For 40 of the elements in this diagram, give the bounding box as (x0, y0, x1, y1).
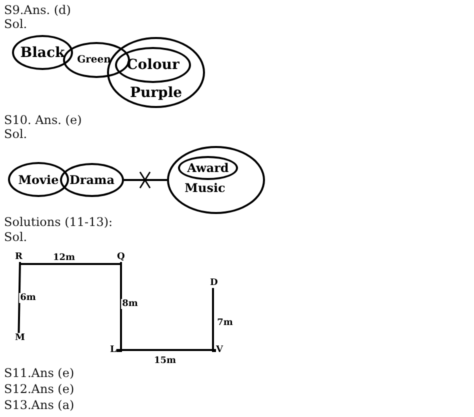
distance-label: 15m (152, 356, 178, 366)
point-label: V (216, 345, 223, 355)
point-label: L (110, 345, 116, 355)
set-label: Award (187, 161, 229, 175)
text-line: Sol. (4, 127, 28, 141)
venn-ellipse (60, 163, 124, 197)
point-label: R (15, 252, 22, 262)
connector-line (116, 262, 122, 352)
connector-line (116, 349, 216, 351)
set-label: Movie (18, 172, 59, 186)
point-label: Q (117, 252, 125, 262)
connector-line (19, 262, 122, 265)
distance-label: 7m (216, 318, 234, 328)
text-line: S10. Ans. (e) (4, 113, 82, 127)
connector-line (212, 288, 216, 352)
venn-ellipse (167, 146, 265, 214)
set-label: Black (20, 44, 65, 60)
text-line: S13.Ans (a) (4, 398, 74, 412)
distance-label: 8m (121, 299, 139, 309)
point-label: M (15, 333, 25, 343)
set-label: Green (77, 54, 111, 66)
text-line: S11.Ans (e) (4, 366, 74, 380)
venn-ellipse (12, 35, 73, 70)
text-line: Sol. (4, 230, 28, 244)
text-line: S12.Ans (e) (4, 382, 74, 396)
venn-ellipse (178, 156, 238, 180)
connector-line (18, 262, 21, 334)
text-line: Solutions (11-13): (4, 215, 113, 229)
text-line: Sol. (4, 17, 28, 31)
venn-ellipse (115, 47, 191, 83)
set-label: Drama (70, 173, 114, 187)
distance-label: 12m (52, 253, 76, 263)
connector-line (124, 179, 167, 181)
text-line: S9.Ans. (d) (4, 3, 71, 17)
set-label: Music (184, 181, 226, 195)
set-label: Colour (126, 57, 180, 73)
set-label: Purple (130, 85, 182, 101)
venn-ellipse (8, 162, 69, 197)
point-label: D (210, 278, 218, 288)
distance-label: 6m (19, 293, 37, 303)
